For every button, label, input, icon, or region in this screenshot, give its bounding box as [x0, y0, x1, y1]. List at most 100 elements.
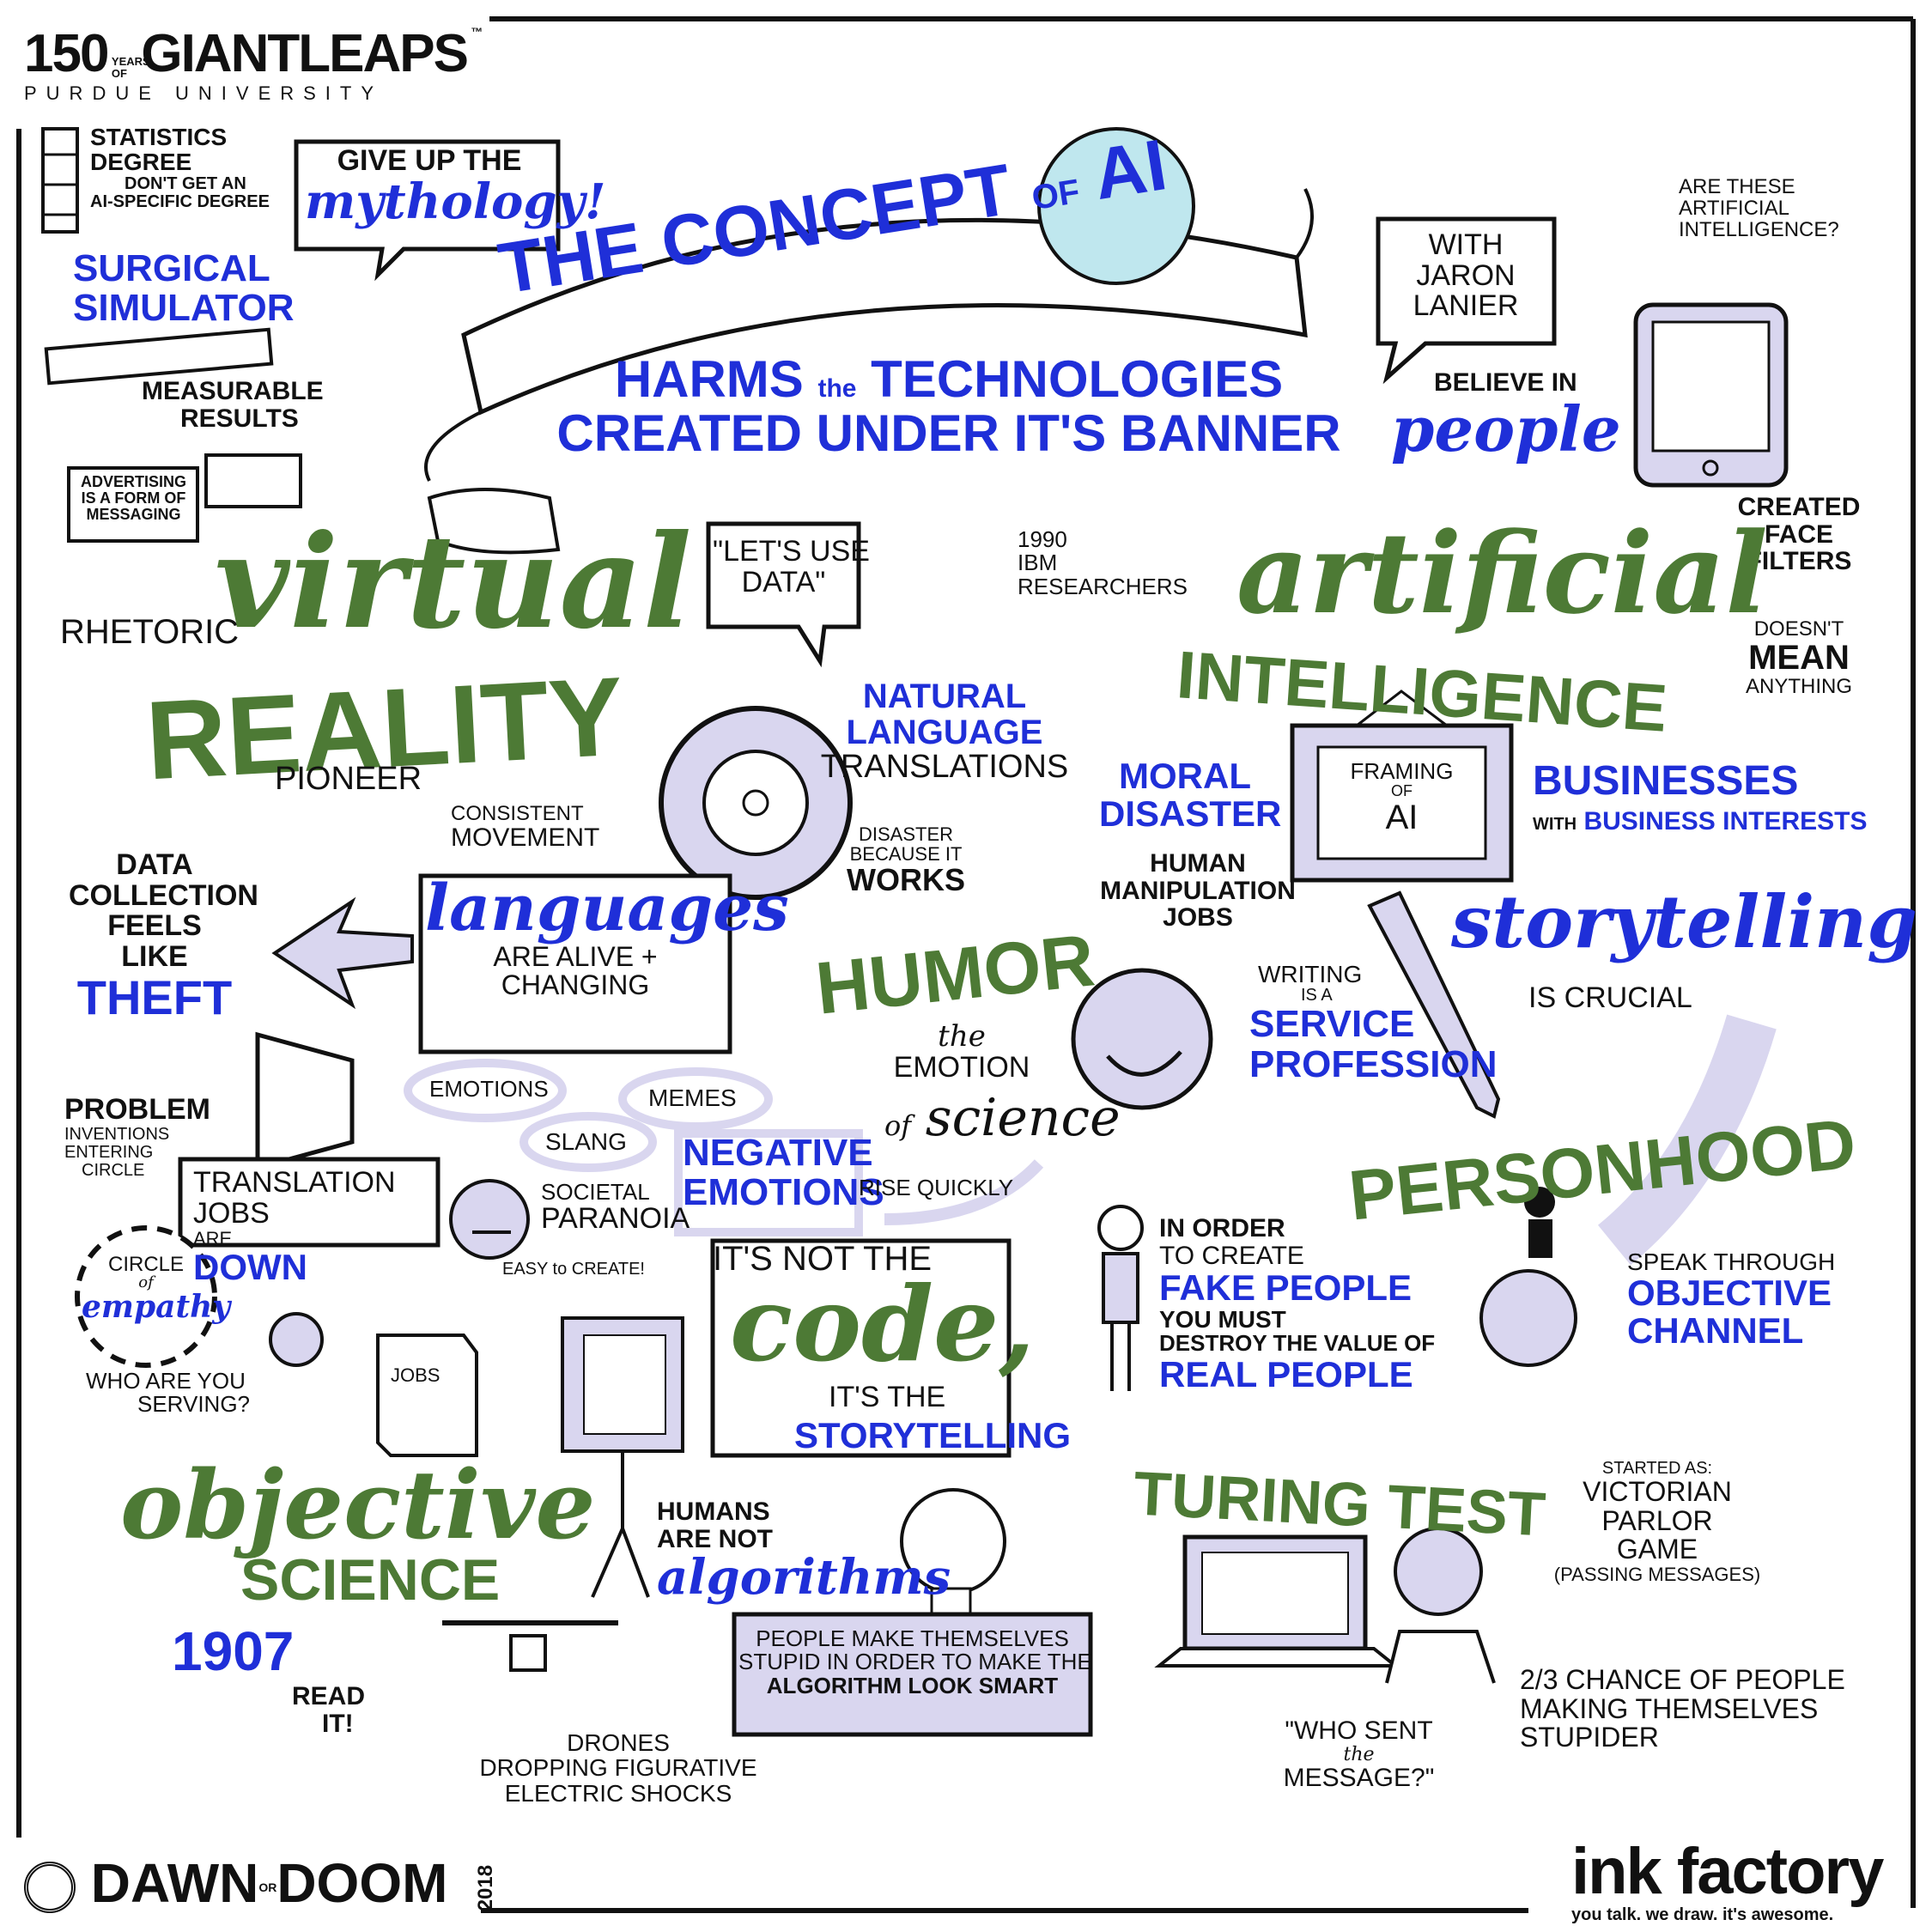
code-storytelling: STORYTELLING: [794, 1415, 1072, 1455]
code-box: [710, 1238, 1012, 1458]
data-bubble: [706, 521, 861, 668]
humor-emotion: the EMOTION: [893, 1019, 1030, 1084]
code-word: code,: [730, 1264, 1036, 1385]
mythology-bubble: [294, 139, 561, 282]
advertising-note: ADVERTISING IS A FORM OF MESSAGING: [80, 473, 186, 523]
title-gear-icon: [1037, 127, 1195, 285]
believe-in-people: BELIEVE IN people: [1391, 368, 1621, 465]
jobs-label: JOBS: [391, 1364, 440, 1386]
subtitle-technologies: TECHNOLOGIES: [871, 350, 1284, 408]
virtual-word: virtual: [215, 507, 692, 658]
negative-emotions-box: [674, 1129, 863, 1236]
surgical-simulator: SURGICAL SIMULATOR: [73, 247, 295, 330]
advertising-bubble-2: [204, 453, 302, 508]
data-collection-theft: DATA COLLECTION FEELS LIKE THEFT: [69, 848, 258, 1024]
societal-paranoia: SOCIETAL PARANOIA: [541, 1179, 690, 1236]
channel-tube-icon: [1479, 1014, 1777, 1367]
advertising-bubble: [67, 466, 199, 543]
who-are-you-serving: WHO ARE YOU SERVING?: [86, 1368, 251, 1418]
is-crucial: IS CRUCIAL: [1528, 981, 1692, 1014]
problem-note: PROBLEM INVENTIONS ENTERING CIRCLE: [64, 1093, 210, 1180]
slang-tag-shape: [519, 1112, 657, 1172]
logo-purdue-university: PURDUE UNIVERSITY: [24, 82, 384, 105]
subtitle: HARMS the TECHNOLOGIES CREATED UNDER IT'…: [550, 352, 1348, 460]
ink-factory-logo: ink factory you talk. we draw. it's awes…: [1571, 1835, 1884, 1924]
drones-note: DRONES DROPPING FIGURATIVE ELECTRIC SHOC…: [479, 1729, 757, 1807]
speak-through-channel: SPEAK THROUGH OBJECTIVE CHANNEL: [1627, 1249, 1836, 1352]
pencil-icon: [1367, 890, 1501, 1119]
empathy-circle: [75, 1225, 217, 1368]
picture-frame-icon: [1290, 690, 1514, 883]
mythology-note: GIVE UP THE mythology!: [305, 144, 606, 230]
its-not-the: IT'S NOT THE: [713, 1240, 933, 1278]
two-thirds-chance: 2/3 CHANCE of PEOPLE MAKING THEMSELVES S…: [1520, 1664, 1845, 1753]
laptop-icon: [1154, 1534, 1400, 1668]
emotions-tag: EMOTIONS: [429, 1076, 549, 1102]
humans-not-algorithms: HUMANS ARE NOT algorithms: [657, 1498, 951, 1606]
subtitle-the: the: [817, 374, 857, 403]
who-sent-the-message: "WHO SENT the MESSAGE?": [1283, 1716, 1435, 1792]
logo-or: OR: [258, 1880, 277, 1894]
face-filters-note: CREATED FACE FILTERS: [1737, 493, 1861, 575]
title-of: of: [1029, 173, 1083, 218]
emotions-tag-shape: [404, 1059, 567, 1122]
victorian-parlor-game: STARTED AS: VICTORIAN PARLOR GAME (PASSI…: [1553, 1459, 1761, 1585]
ink-factory-tagline: you talk. we draw. it's awesome.: [1571, 1905, 1834, 1924]
wrecking-ball-icon: [269, 1312, 324, 1367]
slang-tag: SLANG: [545, 1128, 627, 1155]
translation-jobs-down: TRANSLATION JOBS ARE DOWN: [193, 1166, 396, 1288]
circle-of-empathy: CIRCLE of empathy: [82, 1253, 231, 1326]
ruler-icon: [44, 327, 274, 386]
man-portrait-icon: [1385, 1527, 1496, 1684]
logo-dawn: DAWN: [90, 1852, 259, 1914]
framing-of-ai: FRAMING OF AI: [1350, 758, 1454, 837]
flowchart-person-icon: [561, 1316, 684, 1598]
lets-use-data: "LET'S USE DATA": [713, 535, 870, 598]
drone-icon: [442, 1620, 618, 1672]
businesses-note: BUSINESSES WITH BUSINESS INTERESTS: [1533, 758, 1868, 836]
subtitle-harms: HARMS: [614, 350, 804, 408]
measurable-results: MEASURABLE RESULTS: [142, 377, 324, 433]
natural-language: NATURAL LANGUAGE TRANSLATIONS: [820, 677, 1069, 785]
logo-giantleaps: GIANTLEAPS: [141, 24, 469, 83]
logo-doom: DOOM: [276, 1852, 448, 1914]
objective-word: objective: [120, 1449, 596, 1560]
logo-tm: ™: [471, 25, 483, 39]
subtitle-line2: CREATED UNDER IT'S BANNER: [556, 404, 1341, 462]
jaron-bubble: [1376, 216, 1557, 385]
logo-years-of: YEARS OF: [111, 55, 150, 80]
fingerprint-icon: [24, 1862, 76, 1914]
moral-disaster: MORAL DISASTER: [1099, 756, 1282, 835]
dawn-or-doom-logo: DAWNORDOOM 2018: [24, 1852, 509, 1914]
disaster-because-it-works: DISASTER BECAUSE IT WORKS: [847, 823, 965, 898]
jaron-lanier: WITH JARON LANIER: [1413, 228, 1519, 323]
face-filters-question: ARE THESE ARTIFICIAL INTELLIGENCE?: [1679, 175, 1839, 242]
easy-to-create: EASY to CREATE!: [502, 1260, 645, 1279]
storytelling-word: storytelling: [1451, 879, 1917, 964]
scroll-icon: [41, 127, 79, 234]
memes-tag-shape: [618, 1067, 773, 1131]
pioneer-label: PIONEER: [275, 761, 422, 797]
logo-year: 2018: [474, 1864, 498, 1911]
neutral-face-icon: [449, 1179, 530, 1260]
purdue-logo: 150 YEARS OF GIANTLEAPS ™ PURDUE UNIVERS…: [24, 24, 483, 105]
gear-icon: [659, 706, 853, 900]
statistics-note: STATISTICS DEGREE DON'T GET AN AI-SPECIF…: [90, 124, 270, 211]
jobs-box: [376, 1334, 478, 1457]
smiley-icon: [1071, 968, 1213, 1110]
artificial-word: artificial: [1236, 507, 1768, 639]
languages-box: [418, 873, 732, 1054]
languages-note: languages ARE ALIVE + CHANGING: [425, 872, 789, 1001]
consistent-movement: CONSISTENT MOVEMENT: [451, 802, 600, 853]
ibm-researchers: 1990 IBM RESEARCHERS: [1018, 526, 1188, 599]
its-the: IT'S THE: [829, 1381, 946, 1413]
logo-150: 150: [24, 24, 109, 83]
memes-tag: MEMES: [648, 1084, 737, 1111]
tablet-icon: [1633, 302, 1789, 488]
rise-quickly: RISE QUICKLY: [859, 1175, 1014, 1200]
people-make-themselves-stupid: PEOPLE MAKE THEMSELVES STUPID IN ORDER t…: [738, 1625, 1092, 1698]
problem-box-icon: [255, 1031, 355, 1171]
ink-factory-name: ink factory: [1571, 1835, 1884, 1908]
vr-goggles-icon: [427, 488, 561, 555]
